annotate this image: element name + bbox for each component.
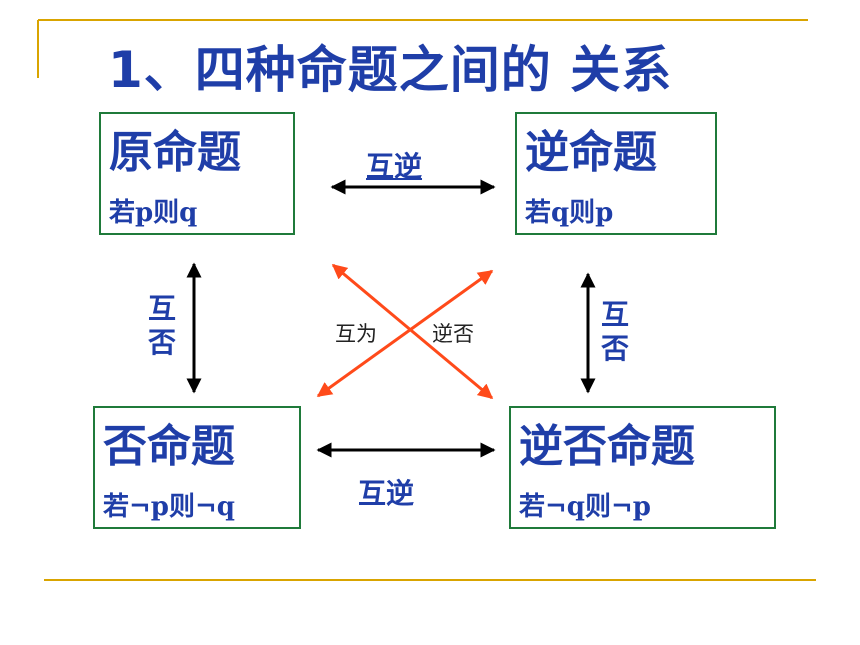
right-inverse-char-2: 否: [600, 332, 629, 365]
right-inverse-label: 互 否: [598, 298, 632, 366]
inverse-proposition-box: 否命题 若¬p则¬q: [93, 406, 301, 529]
contrapositive-proposition-head: 逆否命题: [519, 421, 695, 472]
original-proposition-box: 原命题 若p则q: [99, 112, 295, 235]
original-proposition-form: 若p则q: [109, 198, 198, 228]
inverse-proposition-form: 若¬p则¬q: [103, 492, 235, 522]
left-inverse-char-1: 互: [147, 292, 176, 325]
contrapositive-proposition-form: 若¬q则¬p: [519, 492, 651, 522]
inverse-proposition-head: 否命题: [103, 421, 235, 472]
diagonal-label-left: 互为: [335, 322, 377, 346]
converse-proposition-form: 若q则p: [525, 198, 614, 228]
left-inverse-label: 互 否: [145, 292, 179, 360]
right-inverse-char-1: 互: [600, 298, 629, 331]
bottom-converse-label: 互逆: [358, 477, 415, 510]
converse-proposition-box: 逆命题 若q则p: [515, 112, 717, 235]
contrapositive-proposition-box: 逆否命题 若¬q则¬p: [509, 406, 776, 529]
left-inverse-char-2: 否: [147, 326, 176, 359]
diagonal-arrow-2: [316, 269, 494, 398]
converse-proposition-head: 逆命题: [525, 127, 657, 178]
diagonal-label-right: 逆否: [432, 322, 474, 346]
original-proposition-head: 原命题: [109, 127, 241, 178]
page-title: 1、四种命题之间的 关系: [108, 41, 673, 99]
top-converse-label: 互逆: [366, 150, 423, 183]
